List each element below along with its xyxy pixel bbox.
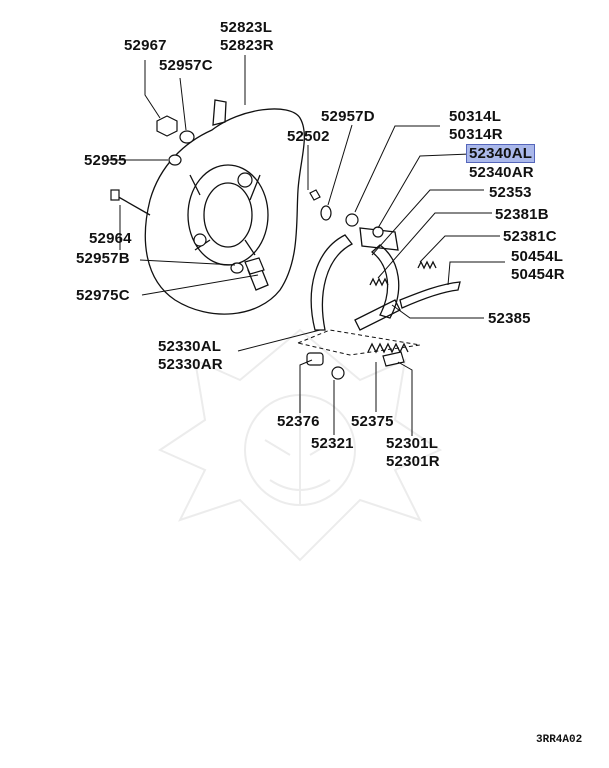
part-label-52340AR: 52340AR [469,164,534,181]
part-label-52957B: 52957B [76,250,130,267]
part-label-50454L: 50454L [511,248,564,265]
part-label-50314L: 50314L [449,108,502,125]
fasteners [110,115,332,275]
part-label-52823L: 52823L [220,19,273,36]
watermark-emblem [157,328,443,562]
part-label-52340AL-highlighted[interactable]: 52340AL [465,144,536,163]
leader-lines [108,55,505,436]
parking-lever [399,281,461,309]
part-label-50314R: 50314R [449,126,503,143]
part-label-52964: 52964 [89,230,132,247]
part-label-52385: 52385 [488,310,531,327]
part-label-52823R: 52823R [220,37,274,54]
part-label-50454R: 50454R [511,266,565,283]
part-label-52957C: 52957C [159,57,213,74]
part-label-52375: 52375 [351,413,394,430]
part-label-52301R: 52301R [386,453,440,470]
part-label-52381C: 52381C [503,228,557,245]
part-label-52330AL: 52330AL [158,338,222,355]
part-label-52376: 52376 [277,413,320,430]
part-label-52502: 52502 [287,128,330,145]
group-bracket [296,329,421,356]
springs [306,260,437,380]
part-label-52955: 52955 [84,152,127,169]
part-label-52353: 52353 [489,184,532,201]
part-label-52967: 52967 [124,37,167,54]
part-label-52975C: 52975C [76,287,130,304]
part-label-52330AR: 52330AR [158,356,223,373]
part-label-52321: 52321 [311,435,354,452]
backing-plate [144,99,306,315]
part-label-52957D: 52957D [321,108,375,125]
diagram-code: 3RR4A02 [536,734,583,746]
brake-shoe-assembly [310,213,401,331]
part-label-52301L: 52301L [386,435,439,452]
part-label-52381B: 52381B [495,206,549,223]
